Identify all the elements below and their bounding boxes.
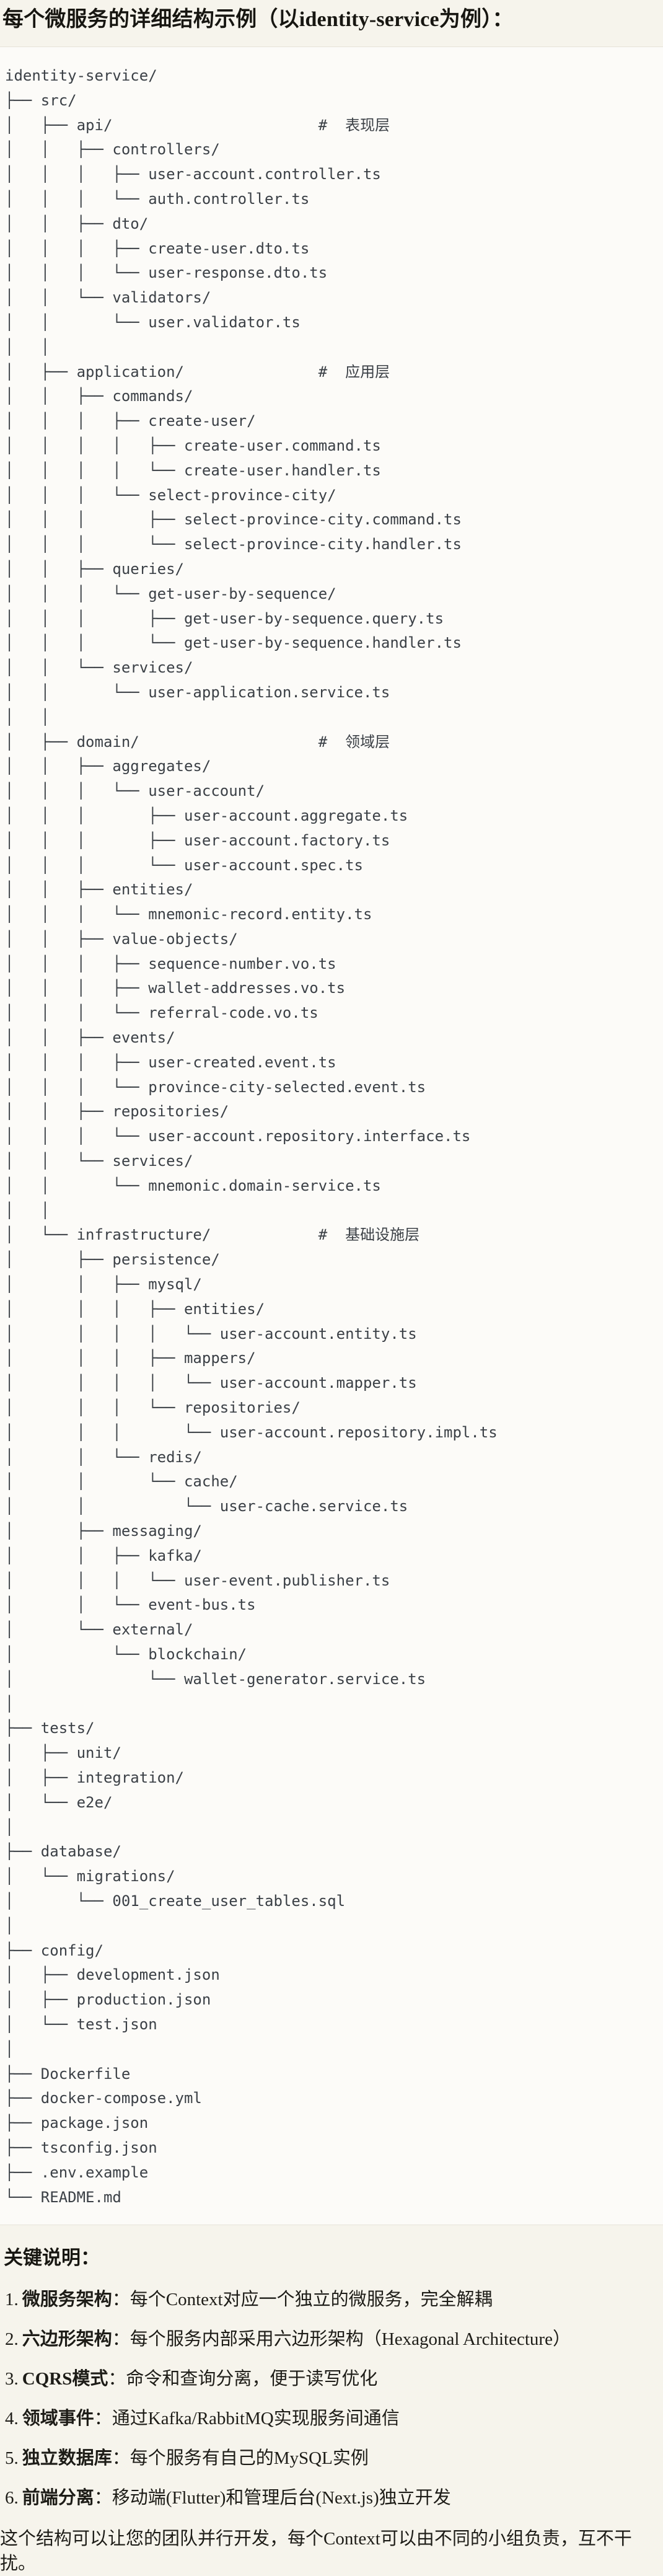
note-number: 3. (5, 2369, 19, 2389)
code-block: identity-service/ ├── src/ │ ├── api/ # … (0, 46, 663, 2226)
note-label: 微服务架构 (22, 2290, 112, 2310)
note-text: ：每个Context对应一个独立的微服务，完全解耦 (112, 2290, 493, 2310)
note-label: 领域事件 (22, 2409, 94, 2429)
note-label: 六边形架构 (22, 2329, 112, 2350)
note-item: 5.独立数据库：每个服务有自己的MySQL实例 (5, 2446, 658, 2471)
note-label: CQRS模式 (22, 2369, 108, 2389)
notes-heading: 关键说明： (4, 2247, 100, 2269)
closing-paragraph: 这个结构可以让您的团队并行开发，每个Context可以由不同的小组负责，互不干扰… (0, 2529, 632, 2574)
note-number: 5. (5, 2448, 19, 2469)
note-number: 4. (5, 2409, 19, 2429)
note-text: ：通过Kafka/RabbitMQ实现服务间通信 (94, 2409, 400, 2429)
note-item: 6.前端分离：移动端(Flutter)和管理后台(Next.js)独立开发 (5, 2486, 658, 2510)
directory-tree: identity-service/ ├── src/ │ ├── api/ # … (5, 67, 498, 2206)
note-item: 4.领域事件：通过Kafka/RabbitMQ实现服务间通信 (5, 2406, 658, 2431)
note-label: 前端分离 (22, 2488, 94, 2508)
note-text: ：移动端(Flutter)和管理后台(Next.js)独立开发 (94, 2488, 451, 2508)
note-number: 2. (5, 2329, 19, 2350)
note-number: 6. (5, 2488, 19, 2508)
note-text: ：每个服务内部采用六边形架构（Hexagonal Architecture） (112, 2329, 571, 2350)
note-text: ：每个服务有自己的MySQL实例 (112, 2448, 369, 2469)
note-number: 1. (5, 2290, 19, 2310)
note-item: 1.微服务架构：每个Context对应一个独立的微服务，完全解耦 (5, 2287, 658, 2312)
note-text: ：命令和查询分离，便于读写优化 (108, 2369, 378, 2389)
note-item: 2.六边形架构：每个服务内部采用六边形架构（Hexagonal Architec… (5, 2327, 658, 2352)
note-item: 3.CQRS模式：命令和查询分离，便于读写优化 (5, 2366, 658, 2391)
page-title: 每个微服务的详细结构示例（以identity-service为例）： (2, 8, 514, 31)
notes-section: 关键说明： 1.微服务架构：每个Context对应一个独立的微服务，完全解耦 2… (0, 2245, 663, 2576)
note-label: 独立数据库 (22, 2448, 112, 2469)
